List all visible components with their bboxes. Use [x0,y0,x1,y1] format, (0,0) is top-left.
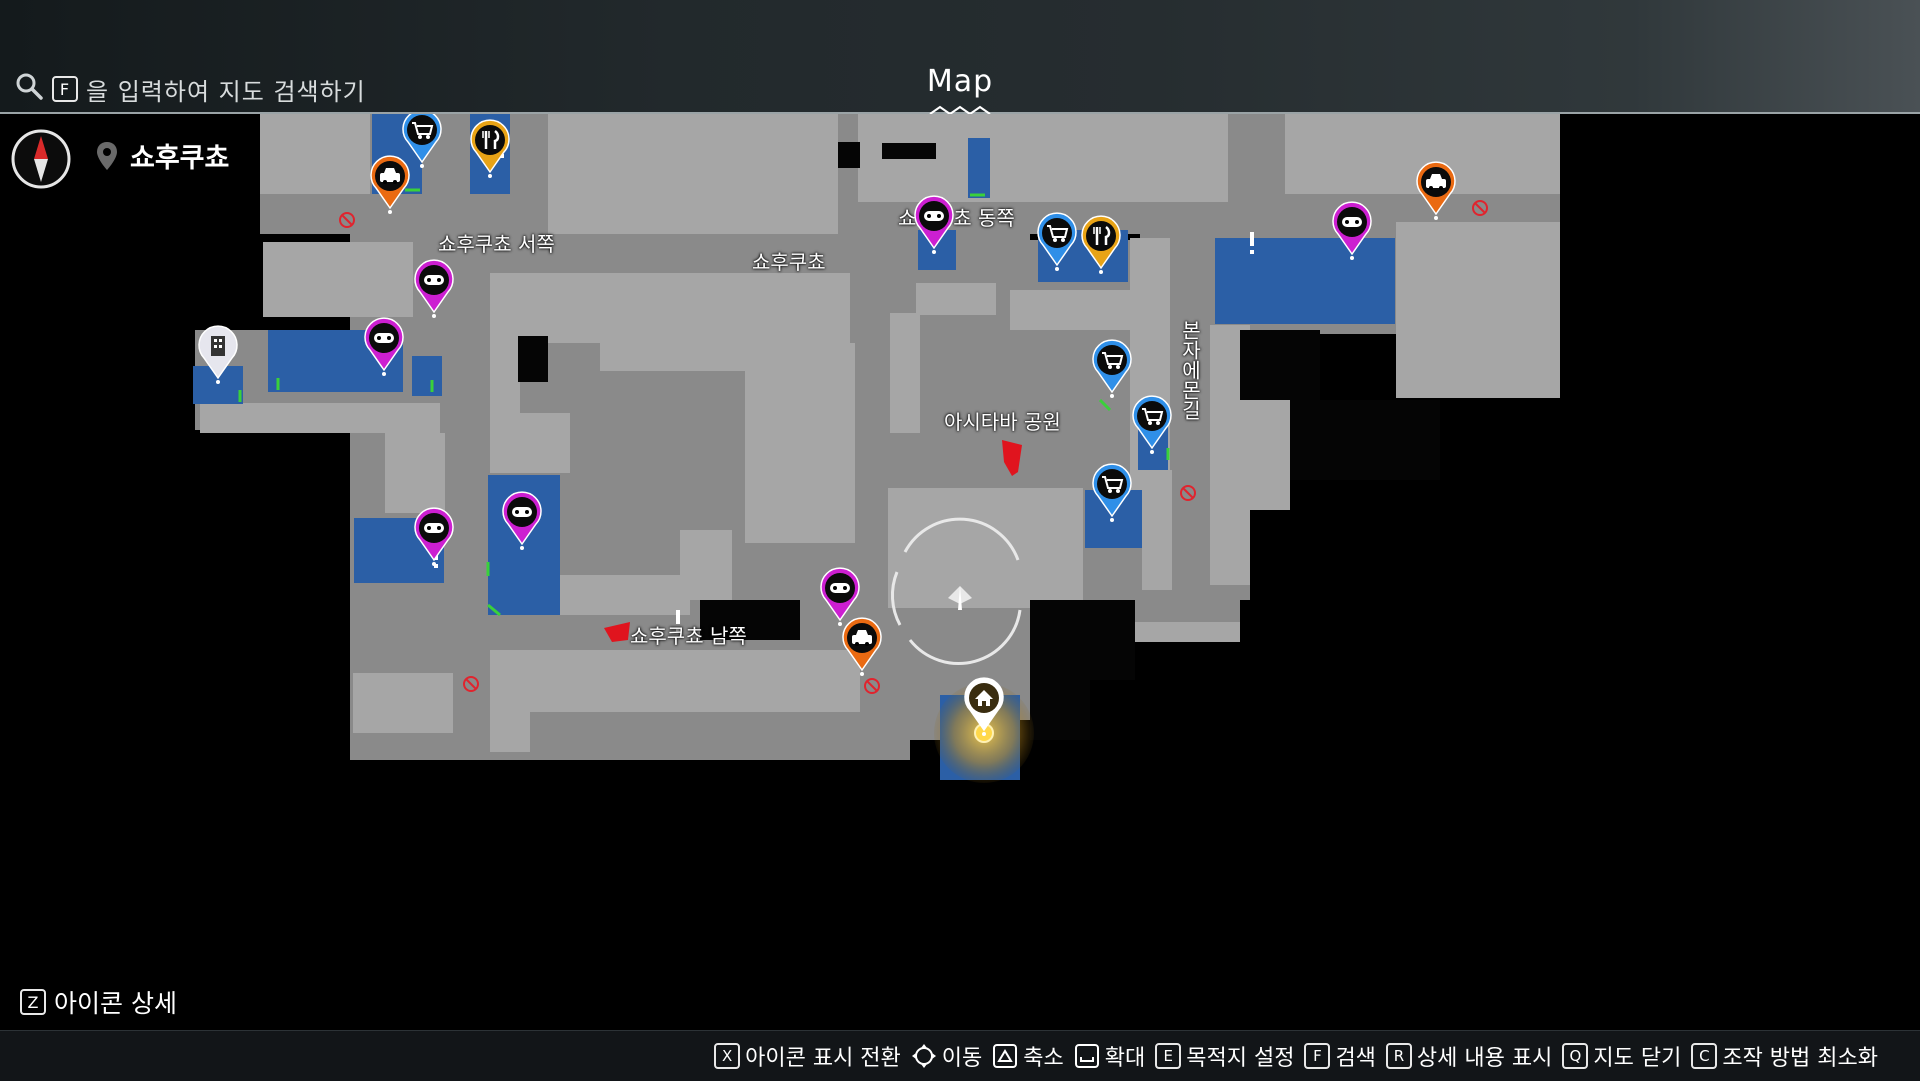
current-location-name: 쇼후쿠쵸 [130,143,230,174]
current-location: 쇼후쿠쵸 [96,136,229,175]
taxi-icon[interactable] [837,613,887,677]
icon-detail-label: 아이콘 상세 [54,989,177,1018]
control-minimize-controls[interactable]: C 조작 방법 최소화 [1691,1040,1878,1072]
player-arrow-icon [890,517,1022,665]
cart-icon[interactable] [1087,335,1137,399]
control-set-destination[interactable]: E 목적지 설정 [1155,1040,1294,1072]
fork-knife-icon[interactable] [465,115,515,179]
control-label: 지도 닫기 [1593,1046,1682,1071]
key-f: F [1304,1043,1331,1069]
cart-icon[interactable] [1127,391,1177,455]
control-hints: X 아이콘 표시 전환 이동 축소 확대 E 목적지 설정 F 검색 R 상세 … [714,1040,1878,1072]
gamepad-icon[interactable] [1327,197,1377,261]
gamepad-icon[interactable] [409,503,459,567]
page-title: Map [926,64,994,99]
map-svg[interactable] [0,114,1920,1030]
control-label: 아이콘 표시 전환 [745,1046,901,1071]
control-label: 상세 내용 표시 [1416,1046,1553,1071]
building-icon[interactable] [193,321,243,385]
key-c: C [1691,1043,1718,1069]
control-label: 목적지 설정 [1186,1046,1295,1071]
key-e: E [1155,1043,1182,1069]
route-marks [238,188,1170,617]
location-pin-icon [97,141,117,170]
control-zoom-out[interactable]: 축소 [992,1040,1064,1072]
control-label: 검색 [1335,1046,1376,1071]
space-key-icon [1074,1043,1100,1069]
cart-icon[interactable] [1087,459,1137,523]
map-canvas[interactable]: 쇼후쿠쵸 서쪽 쇼후쿠쵸 쇼후쿠쵸 동쪽 아시타바 공원 쇼후쿠쵸 남쪽 본자에… [0,114,1920,1030]
map-label-center: 쇼후쿠쵸 [752,250,826,274]
control-label: 확대 [1104,1046,1146,1071]
control-search[interactable]: F 검색 [1304,1040,1376,1072]
search-key-hint: F [52,76,78,102]
control-zoom-in[interactable]: 확대 [1074,1040,1145,1072]
gamepad-icon[interactable] [815,563,865,627]
mouse-move-icon [911,1043,937,1069]
compass-icon [11,129,71,189]
no-entry-icon [339,200,1488,694]
icon-detail-key: Z [20,989,46,1015]
map-label-west: 쇼후쿠쵸 서쪽 [438,232,555,256]
control-label: 이동 [941,1046,983,1071]
mouse-wheel-icon [992,1043,1018,1069]
key-r: R [1385,1043,1412,1069]
quest-target-icon [604,440,1022,642]
house-icon[interactable] [959,673,1009,737]
control-close-map[interactable]: Q 지도 닫기 [1562,1040,1681,1072]
taxi-icon[interactable] [1411,157,1461,221]
search-hint-text: 을 입력하여 지도 검색하기 [86,77,366,106]
gamepad-icon[interactable] [409,255,459,319]
gamepad-icon[interactable] [497,487,547,551]
icon-detail-hint[interactable]: Z 아이콘 상세 [20,984,177,1020]
control-label: 조작 방법 최소화 [1722,1046,1878,1071]
control-move[interactable]: 이동 [911,1040,982,1072]
control-toggle-icons[interactable]: X 아이콘 표시 전환 [714,1040,901,1072]
map-label-alley: 본자에몬길 [1178,320,1202,420]
key-q: Q [1562,1043,1589,1069]
gamepad-icon[interactable] [909,191,959,255]
gamepad-icon[interactable] [359,313,409,377]
fork-knife-icon[interactable] [1076,211,1126,275]
cart-icon[interactable] [397,114,447,169]
map-label-south: 쇼후쿠쵸 남쪽 [630,624,747,648]
map-label-park: 아시타바 공원 [944,410,1061,434]
bottom-bar [0,1030,1920,1081]
key-x: X [714,1043,741,1069]
top-bar [0,0,1920,114]
search-icon [14,71,44,107]
map-search[interactable]: F 을 입력하여 지도 검색하기 [14,72,366,106]
map-blocks [200,114,1560,752]
cart-icon[interactable] [1032,208,1082,272]
map-voids [518,142,1440,740]
control-label: 축소 [1023,1046,1064,1071]
taxi-icon[interactable] [365,151,415,215]
control-show-details[interactable]: R 상세 내용 표시 [1385,1040,1553,1072]
